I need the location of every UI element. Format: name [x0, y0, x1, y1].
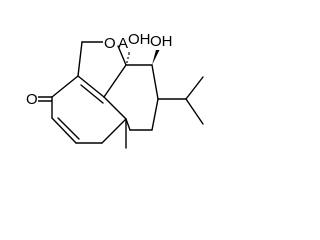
wedge-bond [152, 46, 161, 65]
bond [51, 117, 77, 144]
bond-skeleton [35, 41, 204, 149]
label-bg [103, 34, 117, 52]
bond [103, 96, 127, 120]
hydroxyl-2-label: OH [150, 33, 173, 50]
hydroxyl-1-label: OH [128, 31, 151, 48]
bond [185, 76, 204, 100]
bond [101, 118, 127, 144]
molecule-structure: O O Abs OH OH [24, 30, 204, 149]
bond [57, 117, 80, 140]
ring-oxygen-label: O [104, 35, 116, 52]
bond [51, 75, 79, 98]
label-bg [128, 30, 152, 48]
bond [117, 45, 127, 66]
atom-labels: O O Abs OH OH [24, 30, 174, 108]
bond [80, 84, 104, 104]
bond [77, 75, 105, 98]
ketone-oxygen-label: O [26, 91, 38, 108]
bond [151, 64, 159, 100]
bond [103, 64, 127, 98]
label-bg [150, 32, 174, 50]
label-bg [24, 89, 38, 107]
bond [185, 98, 204, 125]
bond [77, 41, 83, 77]
hashed-bond [126, 52, 130, 63]
bond [151, 98, 159, 131]
